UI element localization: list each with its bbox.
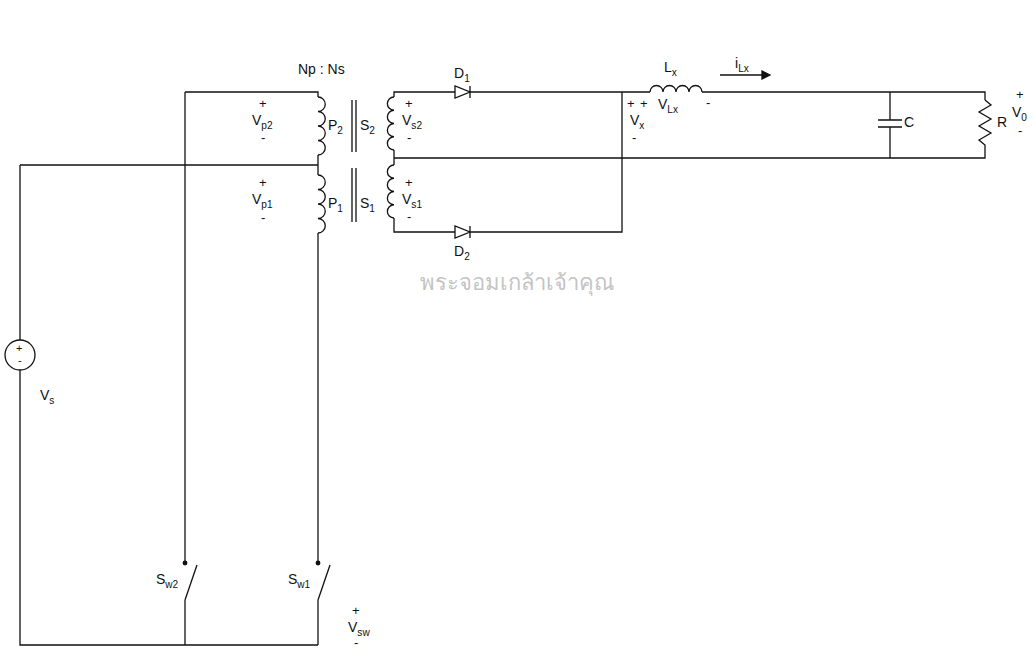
winding-label: S2 xyxy=(360,118,375,132)
wire xyxy=(317,155,318,175)
wire xyxy=(184,92,185,562)
polarity-sign: - xyxy=(18,355,22,366)
polarity-sign: + xyxy=(405,97,413,110)
wire xyxy=(394,218,455,232)
switch-contact xyxy=(316,561,320,565)
inductor-symbol xyxy=(650,86,702,93)
wire xyxy=(185,92,318,97)
source-label: Vs xyxy=(40,388,54,402)
polarity-sign: - xyxy=(354,636,358,649)
transformer-winding xyxy=(318,175,325,233)
polarity-sign: - xyxy=(1018,124,1022,137)
wire xyxy=(184,600,185,645)
winding-label: P2 xyxy=(328,118,343,132)
polarity-sign: + xyxy=(627,97,635,110)
switch-symbol xyxy=(318,565,330,600)
inductor-label: Lx xyxy=(664,60,677,74)
voltage-label: Vp2 xyxy=(252,113,273,127)
voltage-label: Vx xyxy=(630,113,644,127)
polarity-sign: + xyxy=(259,97,267,110)
voltage-label: Vsw xyxy=(348,620,370,634)
polarity-sign: - xyxy=(632,131,636,144)
voltage-source-symbol xyxy=(5,340,35,370)
current-arrowhead xyxy=(762,71,770,79)
polarity-sign: - xyxy=(706,96,710,109)
voltage-label: Vp1 xyxy=(252,192,273,206)
resistor-symbol xyxy=(394,100,991,158)
transformer-core xyxy=(352,100,356,222)
diode-symbol xyxy=(455,92,622,238)
polarity-sign: + xyxy=(640,97,648,110)
diode-label: D2 xyxy=(454,244,470,258)
capacitor-label: C xyxy=(904,115,914,129)
turns-ratio: Np : Ns xyxy=(298,62,345,76)
polarity-sign: + xyxy=(259,176,267,189)
watermark: พระจอมเกล้าเจ้าคุณ xyxy=(420,272,614,294)
polarity-sign: - xyxy=(407,210,411,223)
voltage-label: V0 xyxy=(1012,105,1027,119)
current-arrow xyxy=(720,74,768,75)
wire xyxy=(20,165,318,645)
wire xyxy=(20,164,318,165)
polarity-sign: + xyxy=(16,343,22,354)
switch-label: Sw1 xyxy=(288,572,310,586)
polarity-sign: + xyxy=(352,604,360,617)
wire xyxy=(394,92,455,97)
wire xyxy=(317,600,318,645)
polarity-sign: - xyxy=(261,211,265,224)
switch-label: Sw2 xyxy=(156,572,178,586)
switch-symbol xyxy=(185,565,197,600)
polarity-sign: - xyxy=(407,131,411,144)
polarity-sign: + xyxy=(405,176,413,189)
transformer-winding xyxy=(387,165,394,218)
wire xyxy=(317,233,318,562)
current-label: iLx xyxy=(735,56,749,70)
polarity-sign: - xyxy=(261,131,265,144)
voltage-label: Vs2 xyxy=(402,113,422,127)
transformer-winding xyxy=(318,97,325,155)
capacitor-symbol xyxy=(878,92,902,158)
diode-symbol xyxy=(455,86,650,98)
resistor-label: R xyxy=(997,115,1007,129)
voltage-label: Vs1 xyxy=(402,192,422,206)
polarity-sign: + xyxy=(1016,88,1024,101)
winding-label: P1 xyxy=(328,196,343,210)
wire xyxy=(702,92,985,100)
transformer-winding xyxy=(387,97,394,150)
diode-label: D1 xyxy=(454,66,470,80)
voltage-label: VLx xyxy=(658,97,678,111)
switch-contact xyxy=(183,561,187,565)
winding-label: S1 xyxy=(360,196,375,210)
